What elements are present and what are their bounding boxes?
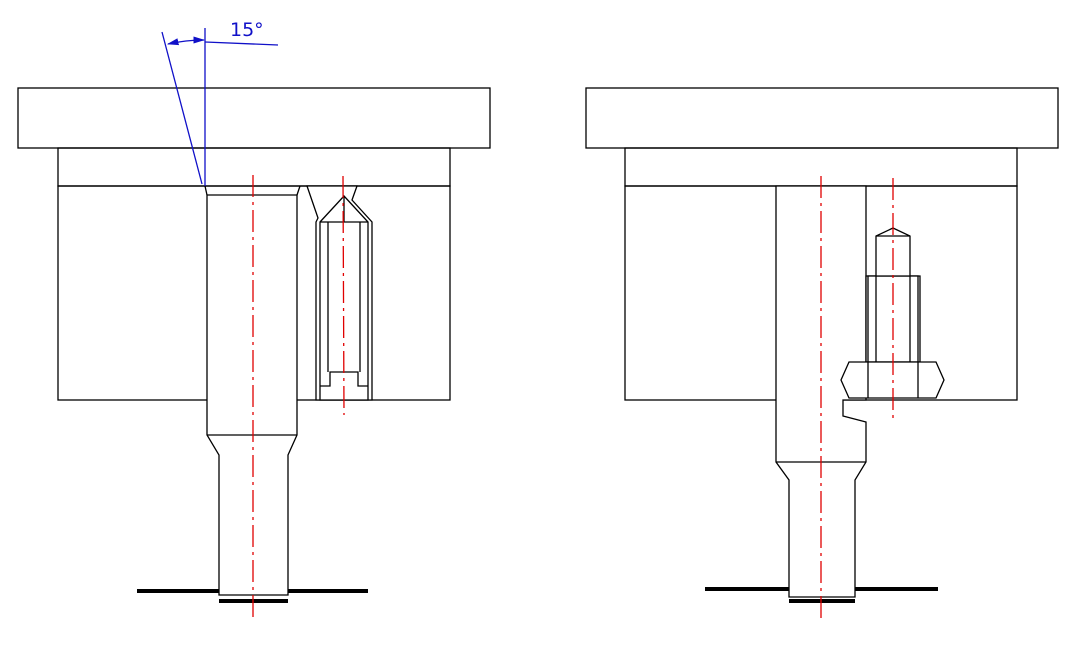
left-punch	[206, 194, 298, 596]
right-assembly	[585, 87, 1059, 620]
right-top-plate	[585, 87, 1059, 149]
left-top-plate	[17, 87, 491, 149]
left-pin-centerline	[342, 175, 345, 416]
left-backing-plate	[57, 147, 451, 187]
angle-dimension: 15°	[161, 19, 279, 186]
left-assembly: 15°	[17, 19, 491, 618]
angle-label: 15°	[230, 19, 264, 41]
